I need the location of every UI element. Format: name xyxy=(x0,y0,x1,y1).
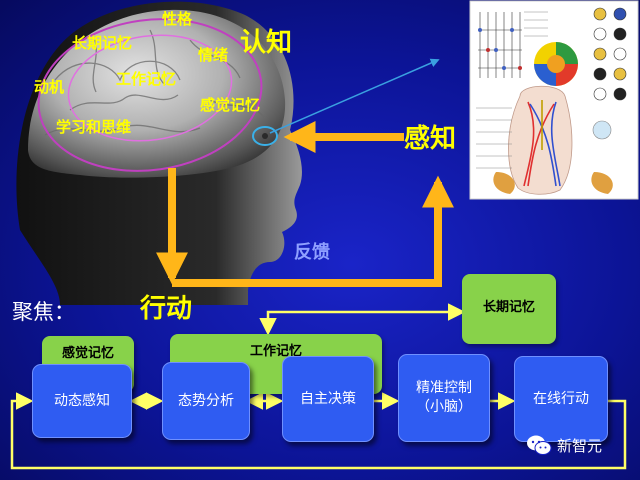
wechat-icon xyxy=(527,435,552,455)
watermark-text: 新智元 xyxy=(557,436,603,455)
dynamic-perception-box-label: 动态感知 xyxy=(54,392,110,409)
sensory-memory-label: 感觉记忆 xyxy=(200,96,261,114)
precise-control-box-label-line2: （小脑） xyxy=(416,399,472,415)
dynamic-perception-box: 动态感知 xyxy=(32,364,132,438)
emotion-ellipse-outline xyxy=(37,18,263,172)
process-connectors xyxy=(10,303,627,470)
eye-to-vision-arrow xyxy=(269,58,440,134)
perception-action-loop xyxy=(156,121,454,287)
working-memory-label: 工作记忆 xyxy=(116,70,177,88)
personality-label: 性格 xyxy=(162,10,193,28)
working-memory-box-label: 工作记忆 xyxy=(249,344,302,359)
learning-thinking-label: 学习和思维 xyxy=(56,118,132,136)
action-to-perception-arrow xyxy=(172,175,454,287)
working-to-longterm-connector xyxy=(259,303,466,336)
visual-system-illustration xyxy=(469,0,639,200)
eye-highlight-ring xyxy=(252,126,278,146)
cognition-label: 认知 xyxy=(240,28,293,58)
emotion-label: 情绪 xyxy=(198,46,229,64)
watermark: 新智元 xyxy=(526,434,602,456)
precise-control-box-label-line1: 精准控制 xyxy=(416,380,472,397)
action-label: 行动 xyxy=(140,294,193,324)
online-action-box-label: 在线行动 xyxy=(533,390,589,407)
action-return-loop-connector xyxy=(10,392,627,470)
autonomous-decision-box: 自主决策 xyxy=(282,356,374,442)
situation-analysis-box: 态势分析 xyxy=(162,362,250,440)
perception-label: 感知 xyxy=(404,124,457,154)
motivation-label: 动机 xyxy=(34,78,65,96)
situation-analysis-box-label: 态势分析 xyxy=(178,392,234,409)
online-action-box: 在线行动 xyxy=(514,356,608,442)
feedback-label: 反馈 xyxy=(294,242,330,263)
long-term-memory-box: 长期记忆 xyxy=(462,274,556,344)
focus-label: 聚焦： xyxy=(12,300,75,324)
long-term-memory-label: 长期记忆 xyxy=(72,34,133,52)
sensory-memory-box-label: 感觉记忆 xyxy=(61,346,114,361)
autonomous-decision-box-label: 自主决策 xyxy=(300,390,356,407)
head-brain-illustration xyxy=(16,1,302,305)
long-term-memory-box-label: 长期记忆 xyxy=(482,300,535,315)
precise-control-box: 精准控制 （小脑） xyxy=(398,354,490,442)
